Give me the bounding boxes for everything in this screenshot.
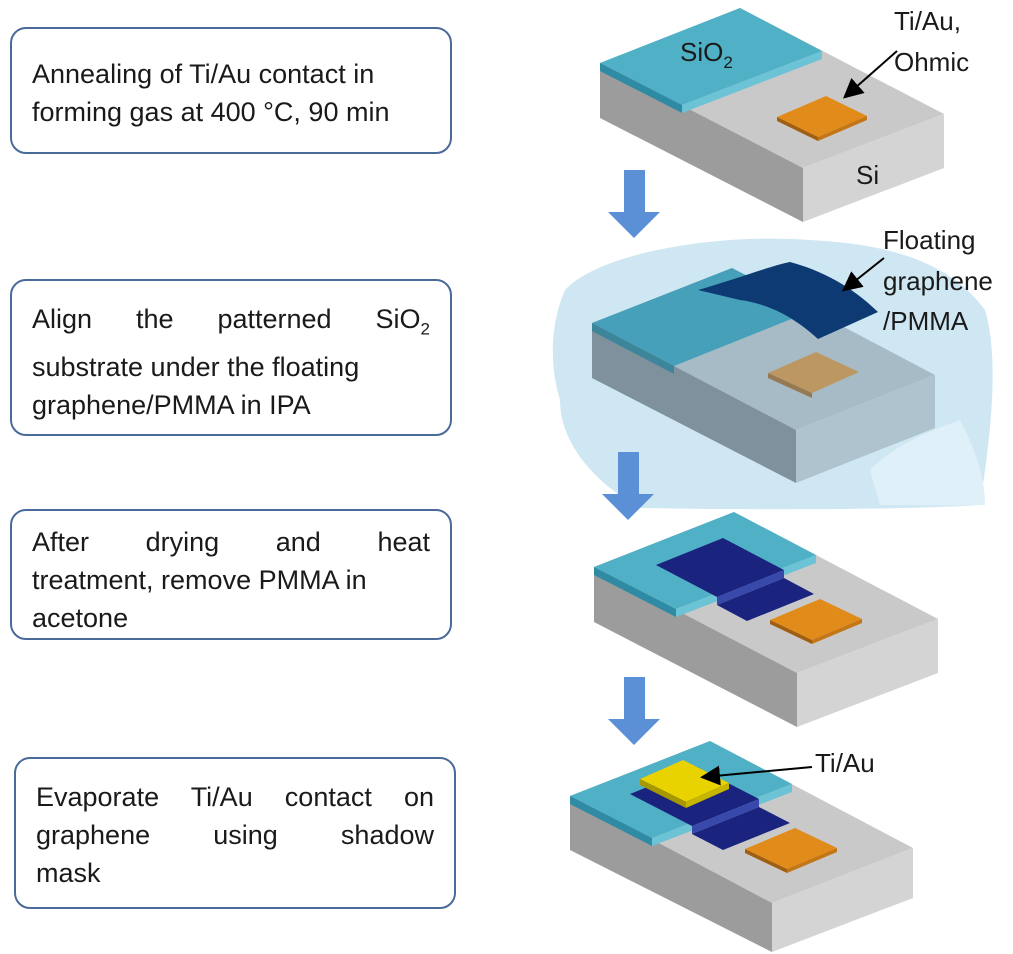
stage-1-contact-front — [777, 117, 818, 141]
stage-4-graphene-lower — [692, 807, 790, 850]
stage-4-substrate — [570, 741, 913, 952]
label-tiau-ohmic-2: Ohmic — [894, 47, 969, 77]
label-sio2-sub: 2 — [723, 53, 732, 72]
stage-2-contact-front — [768, 373, 812, 398]
step-2-line-1-sub: 2 — [420, 319, 430, 339]
stage-3-si-right — [797, 619, 938, 727]
stage-3-graphene-upper — [656, 538, 784, 597]
stage-3-graphene-lower — [717, 578, 814, 621]
label-tiau-top: Ti/Au — [815, 748, 875, 778]
process-arrow-1 — [608, 170, 660, 238]
process-arrow-3 — [608, 677, 660, 745]
stage-4-tiau-front — [640, 779, 686, 808]
stage-4-si-right — [772, 848, 913, 952]
step-1-box: Annealing of Ti/Au contact in forming ga… — [10, 27, 452, 154]
step-3-box: After drying and heat treatment, remove … — [10, 509, 452, 640]
stage-2-sio2-front — [592, 323, 674, 374]
step-2-line-1: Align the patterned SiO2 — [32, 300, 430, 348]
step-4-box: Evaporate Ti/Au contact on graphene usin… — [14, 757, 456, 909]
floating-graphene-pointer — [841, 257, 885, 292]
step-1-line-2: forming gas at 400 °C, 90 min — [32, 97, 390, 127]
step-1-line-1: Annealing of Ti/Au contact in — [32, 59, 375, 89]
stage-3-contact-front — [770, 620, 812, 644]
step-2-line-3: graphene/PMMA in IPA — [32, 390, 311, 421]
label-tiau-ohmic-1: Ti/Au, — [894, 6, 961, 36]
step-4-line-2: graphene using shadow — [36, 820, 434, 850]
step-2-line-2: substrate under the floating — [32, 352, 360, 383]
stage-1-contact-right — [818, 116, 867, 141]
stage-1-sio2-right — [682, 51, 822, 113]
stage-4-contact-right — [787, 848, 837, 873]
step-4-line-3: mask — [36, 858, 101, 888]
stage-1-si-right — [803, 114, 944, 222]
step-3-line-1: After drying and heat — [32, 527, 430, 557]
stage-4-graphene-step — [692, 799, 759, 834]
process-arrow-2 — [602, 452, 654, 520]
stage-4-contact-front — [745, 849, 787, 873]
label-floating-3: /PMMA — [883, 306, 969, 336]
stage-1-sio2-top — [600, 8, 822, 105]
label-floating-1: Floating — [883, 225, 976, 255]
stage-3-sio2-front — [594, 567, 676, 617]
stage-3-substrate — [594, 512, 938, 727]
stage-3-contact-right — [812, 619, 862, 644]
step-2-box: Align the patterned SiO2 substrate under… — [10, 279, 452, 436]
stage-4-sio2-front — [570, 796, 652, 846]
ipa-ripple — [870, 420, 985, 506]
stage-4-contact-top — [745, 828, 837, 869]
stage-4-tiau-right — [686, 783, 729, 808]
step-4-line-1: Evaporate Ti/Au contact on — [36, 782, 434, 812]
floating-graphene-pmma — [698, 262, 878, 339]
label-sio2: SiO2 — [680, 37, 733, 72]
stage-4-si-left — [570, 796, 772, 952]
label-si: Si — [856, 160, 879, 190]
label-floating-2: graphene — [883, 266, 993, 296]
step-2-line-1-text: Align the patterned SiO — [32, 304, 421, 334]
stage-2-si-right — [796, 375, 935, 483]
stage-3-graphene-step — [717, 570, 784, 605]
tiau-ohmic-pointer — [843, 50, 898, 99]
stage-2-substrate — [592, 268, 935, 483]
stage-1-sio2-front — [600, 63, 682, 113]
step-3-line-3: acetone — [32, 603, 129, 633]
stage-4-tiau-top — [640, 760, 729, 802]
step-3-line-2: treatment, remove PMMA in — [32, 565, 367, 595]
stage-1-substrate — [600, 8, 944, 222]
stage-2-si-left — [592, 323, 796, 483]
label-sio2-main: SiO — [680, 37, 723, 67]
tiau-top-pointer — [700, 765, 813, 786]
stage-3-contact-top — [770, 599, 862, 640]
stage-1-si-left — [600, 63, 803, 222]
stage-3-si-left — [594, 567, 797, 727]
stage-2-contact-top — [768, 352, 859, 393]
stage-1-contact-top — [777, 96, 867, 137]
